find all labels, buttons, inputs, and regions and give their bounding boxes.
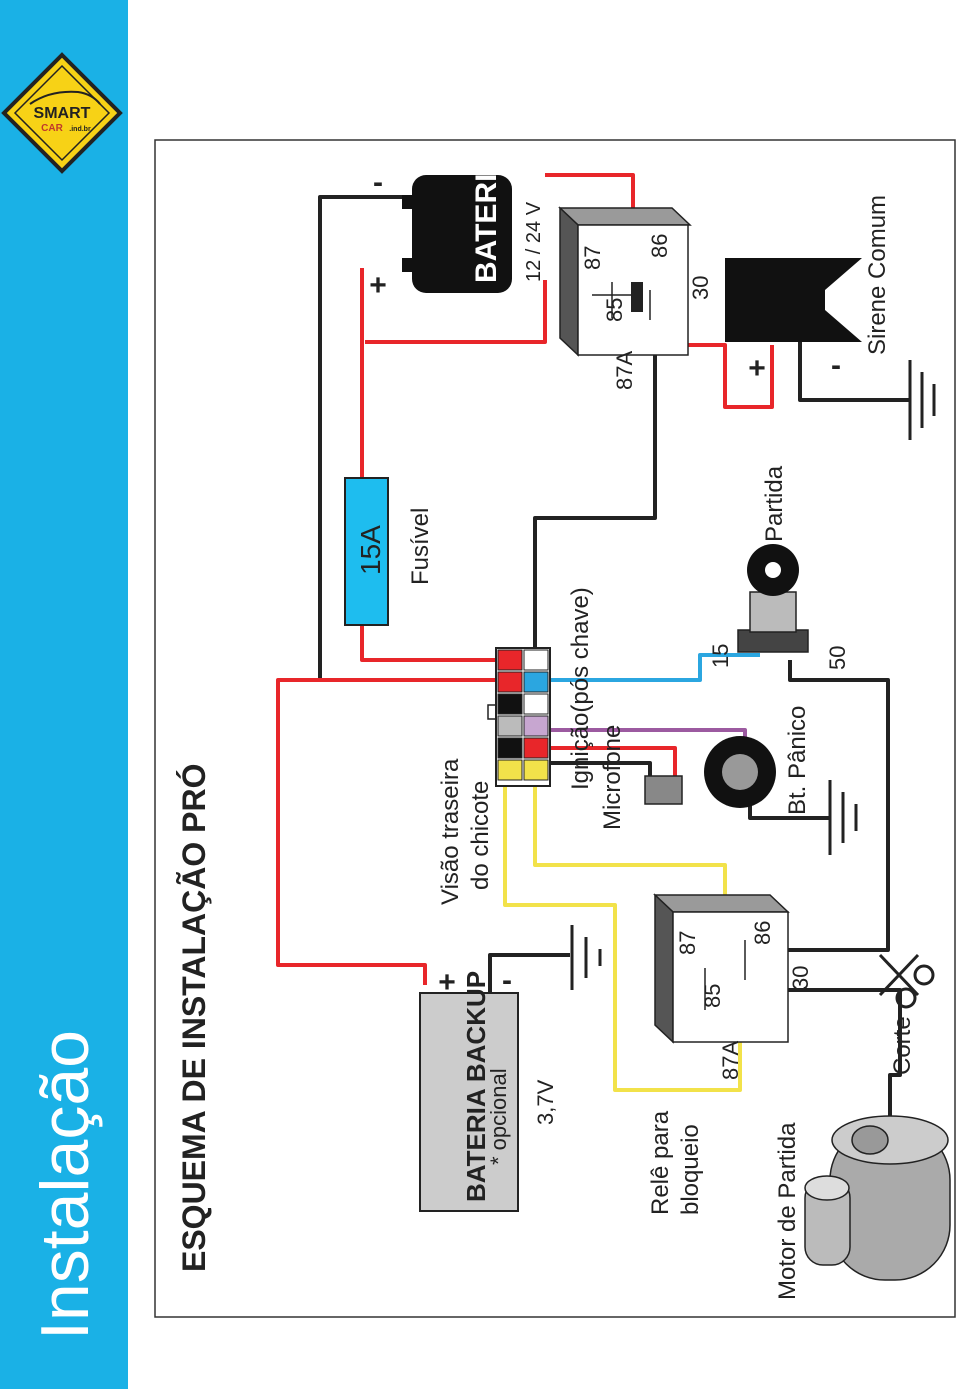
svg-text:87A: 87A [612,351,637,390]
battery: BATERIA 12 / 24 V - + [369,152,545,302]
siren-minus-sign: - [831,349,841,382]
svg-text:Bt. Pânico: Bt. Pânico [784,706,811,815]
wire-red-mic [548,746,677,778]
svg-text:BATERIA BACKUP: BATERIA BACKUP [461,971,491,1202]
svg-text:bloqueio: bloqueio [677,1124,704,1215]
svg-text:3,7V: 3,7V [533,1079,558,1125]
wire-red-backup [276,678,505,985]
wire-red-siren [687,343,774,409]
svg-text:15A: 15A [355,525,386,575]
svg-text:86: 86 [647,234,672,258]
cut-label: Corte [889,1016,916,1075]
svg-text:Microfone: Microfone [599,725,626,830]
smartcar-logo: SMART CAR .ind.br [1,52,123,174]
svg-text:do chicote: do chicote [467,781,494,890]
scissors-icon [878,953,935,1009]
svg-text:87: 87 [675,931,700,955]
ignition-pin-50: 50 [825,646,850,670]
sidebar-title: Instalação [27,1030,103,1340]
svg-text:12 / 24 V: 12 / 24 V [523,201,545,282]
svg-text:87A: 87A [718,1041,743,1080]
backup-plus-sign: + [438,966,456,999]
wire-black-panic-ground [748,805,830,820]
siren-plus-sign: + [748,352,766,385]
wire-black-backup-ground [488,953,570,992]
wire-black-relay-siren [533,355,657,655]
backup-battery: BATERIA BACKUP * opcional 3,7V + - [419,964,558,1212]
relay-siren: 87 86 85 30 87A [558,206,713,390]
relay-block: 87 86 85 30 87A Relê para bloqueio [647,893,813,1215]
svg-text:30: 30 [788,966,813,990]
ignition-switch-label: Partida [761,465,788,542]
battery-plus-sign: + [369,269,387,302]
panic-button: Bt. Pânico [704,706,811,815]
starter-motor: Motor de Partida [774,1115,951,1300]
ignition-switch: Partida 15 50 [708,465,850,670]
diagram-frame [154,139,956,1318]
wire-black-mic [510,761,652,778]
svg-text:85: 85 [700,984,725,1008]
wire-yellow-relay86 [533,785,727,895]
svg-text:Fusível: Fusível [407,508,434,585]
battery-minus-sign: - [373,166,383,199]
svg-text:Motor de Partida: Motor de Partida [774,1122,801,1300]
backup-minus-sign: - [502,964,512,997]
wire-black-motor [720,988,902,1120]
microphone: Microfone [599,725,683,830]
svg-text:CAR: CAR [41,123,63,134]
svg-text:Sirene Comum: Sirene Comum [864,195,891,355]
svg-text:BATERIA: BATERIA [470,152,503,283]
svg-text:* opcional: * opcional [486,1068,511,1165]
svg-text:87: 87 [580,246,605,270]
fuse: 15A Fusível [344,477,434,626]
svg-text:Visão traseira: Visão traseira [437,758,464,905]
harness-connector: Visão traseira do chicote [437,647,551,905]
svg-text:30: 30 [688,276,713,300]
ground-icon-siren [908,360,936,440]
wire-red-fuse-low [360,625,510,662]
ground-icon-panic [828,780,858,855]
ignition-wire-label: Ignição(pós chave) [567,587,594,790]
svg-text:86: 86 [750,921,775,945]
wire-yellow-relay87a [503,785,742,1092]
wire-blue-ignition [545,653,760,682]
siren: Sirene Comum + - [725,195,891,385]
diagram-title: ESQUEMA DE INSTALAÇÃO PRÓ [176,764,212,1272]
sidebar-band [0,0,128,1389]
ignition-pin-15: 15 [708,644,733,668]
svg-text:SMART: SMART [34,105,91,122]
svg-text:85: 85 [602,298,627,322]
wire-red-relay87 [365,280,547,344]
wire-black-siren-ground [798,340,910,402]
svg-text:.ind.br: .ind.br [69,126,91,133]
ground-icon-backup [570,925,602,990]
svg-text:Relê para: Relê para [647,1110,674,1215]
